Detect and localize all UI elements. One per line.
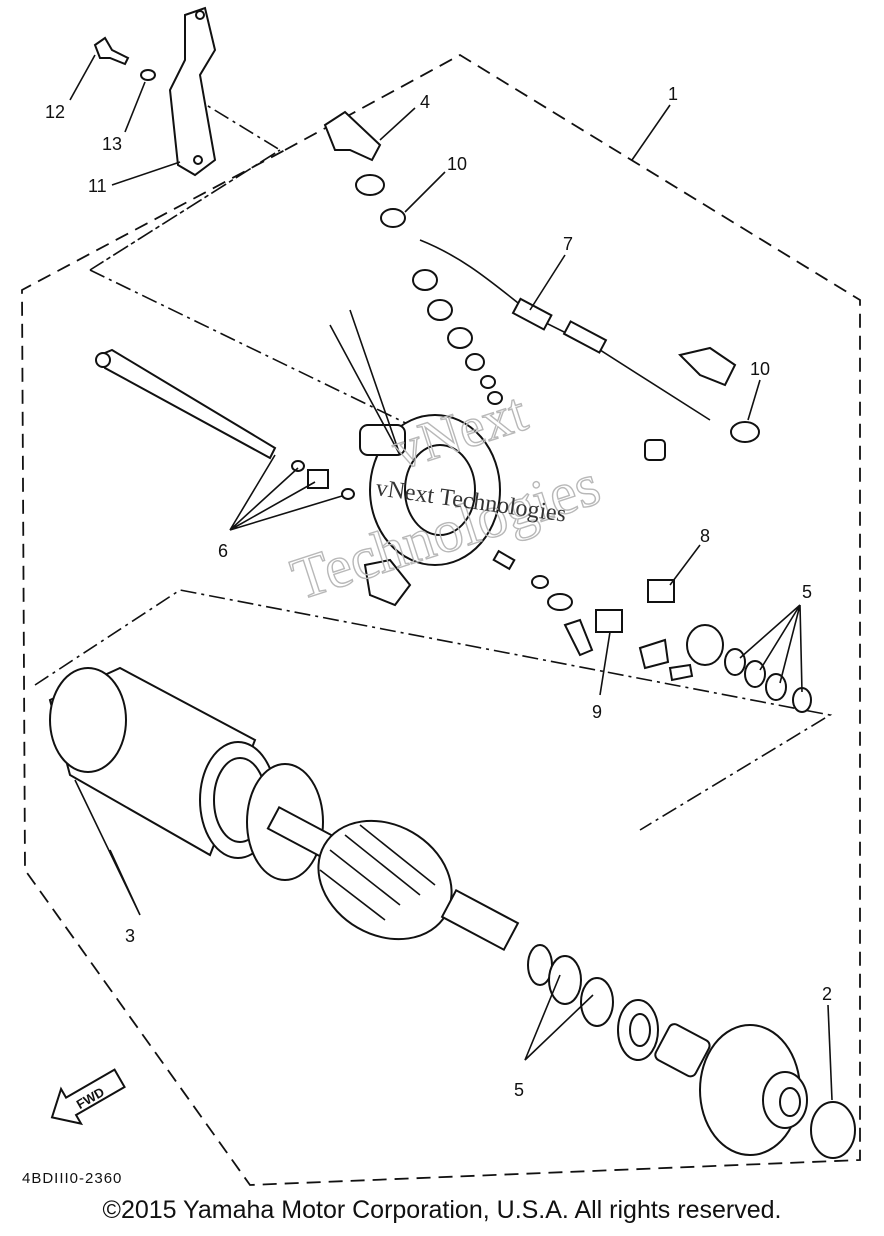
yoke-back-ring — [49, 667, 127, 773]
lead-sleeve-part — [511, 297, 553, 331]
needle-bearing-part — [654, 1023, 711, 1078]
exploded-parts-diagram: 1 2 3 4 5 5 5 6 7 8 9 10 10 11 12 13 FWD… — [21, 6, 861, 1187]
washer-part — [140, 69, 156, 81]
callout-3: 3 — [125, 926, 135, 946]
bracket-part — [168, 6, 217, 177]
callout-8: 8 — [700, 526, 710, 546]
brush-lead-part — [547, 593, 573, 611]
callout-11: 11 — [88, 176, 107, 196]
leader-13 — [124, 81, 146, 133]
leader-6 — [229, 454, 343, 531]
callout-4: 4 — [420, 92, 430, 112]
oring-part — [810, 1101, 856, 1159]
bushing-part — [686, 624, 724, 666]
upper-washer-3 — [765, 673, 787, 701]
brush-9-part — [595, 609, 623, 633]
small-washer-part — [531, 575, 549, 589]
leader-12 — [69, 54, 96, 101]
callout-9: 9 — [592, 702, 602, 722]
bracket-hole — [195, 10, 205, 20]
armature-windings — [319, 824, 436, 921]
bearing-inner — [629, 1013, 651, 1047]
leader-3 — [74, 779, 141, 916]
callout-2: 2 — [822, 984, 832, 1004]
leader-7 — [529, 254, 566, 311]
callout-7: 7 — [563, 234, 573, 254]
brush-screw-part — [563, 618, 594, 657]
drawing-code: 4BDIII0-2360 — [22, 1170, 122, 1187]
ring-terminal-part — [730, 421, 760, 443]
small-plate-part — [307, 469, 329, 489]
yoke-boundary — [34, 589, 833, 831]
leader-9 — [599, 631, 611, 696]
through-bolt-head — [95, 352, 111, 368]
brush-bolt-part — [668, 663, 694, 682]
stack-washer-4 — [465, 353, 485, 371]
leader-5-upper — [739, 604, 803, 693]
leader-5-lower — [524, 974, 594, 1061]
lower-washer-2 — [580, 977, 614, 1027]
stack-washer-2 — [427, 299, 453, 321]
leader-1 — [631, 104, 671, 161]
terminal-cap-part — [323, 110, 382, 162]
small-pin-part — [492, 549, 516, 571]
through-bolt-part — [98, 348, 277, 460]
fwd-arrow-icon: FWD — [50, 1068, 126, 1126]
stack-washer-1 — [412, 269, 438, 291]
leader-8 — [669, 544, 701, 586]
copyright-notice: ©2015 Yamaha Motor Corporation, U.S.A. A… — [102, 1196, 782, 1224]
bracket-hole-lower — [193, 155, 203, 165]
boot-part — [678, 346, 737, 387]
small-ring-part — [291, 460, 305, 472]
callout-1: 1 — [668, 84, 678, 104]
stack-washer-5 — [480, 375, 496, 389]
callout-12: 12 — [45, 102, 65, 122]
lower-washer-1 — [548, 955, 582, 1005]
leader-center — [329, 309, 401, 456]
leader-10a — [404, 171, 446, 213]
callout-6: 6 — [218, 541, 228, 561]
collar-part — [644, 439, 666, 461]
lead-sleeve2-part — [562, 320, 608, 354]
upper-link-line — [89, 269, 421, 431]
bracket-boundary — [89, 149, 281, 271]
small-oring-part — [341, 488, 355, 500]
leader-2 — [827, 1004, 833, 1101]
leader-10b — [747, 379, 761, 421]
end-cover-boss — [359, 424, 406, 456]
stack-washer-3 — [447, 327, 473, 349]
callout-10b: 10 — [750, 359, 770, 379]
upper-washer-1 — [724, 648, 746, 676]
leader-11 — [111, 161, 181, 186]
callout-10a: 10 — [447, 154, 467, 174]
leader-4 — [379, 107, 416, 141]
brush-8-part — [647, 579, 675, 603]
assembly-boundary — [21, 53, 861, 1186]
upper-washer-2 — [744, 660, 766, 688]
callout-5-upper: 5 — [802, 582, 812, 602]
armature-shaft-front — [440, 888, 520, 952]
terminal-washer-part — [380, 208, 406, 228]
brush-spring-part — [363, 558, 412, 607]
front-cover-hole — [779, 1087, 801, 1117]
stack-washer-6 — [487, 391, 503, 405]
bolt-part — [93, 36, 130, 66]
terminal-nut-part — [355, 174, 385, 196]
brush-clip-part — [638, 638, 670, 670]
end-cover-inner — [404, 444, 476, 536]
callout-13: 13 — [102, 134, 122, 154]
bracket-link-line — [189, 94, 281, 151]
callout-5-lower: 5 — [514, 1080, 524, 1100]
